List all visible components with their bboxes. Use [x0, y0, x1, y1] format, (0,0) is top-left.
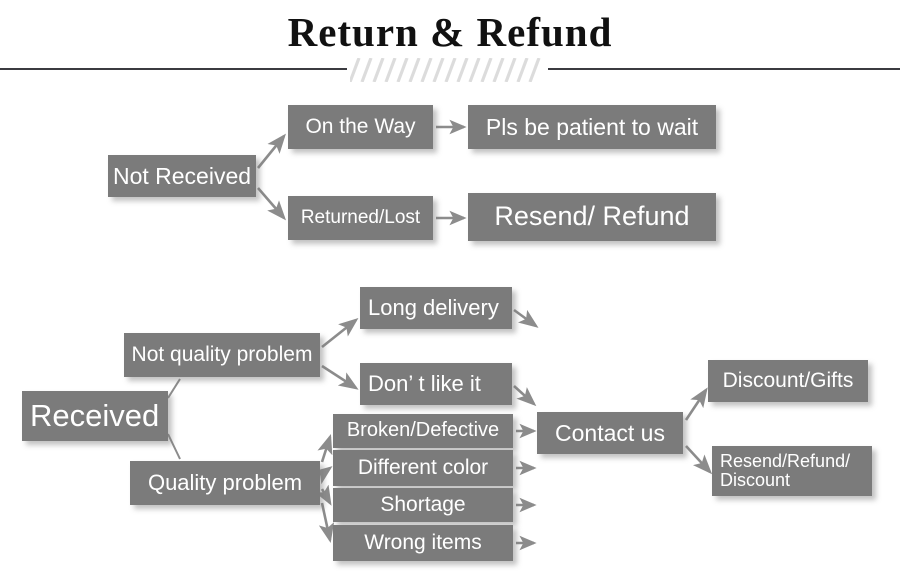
- edge-not-received-to-returned-lost: [257, 187, 287, 221]
- edge-long-delivery-to-contact-us: [513, 308, 539, 328]
- edge-contact-us-to-resend-discount: [685, 445, 713, 475]
- node-not-quality-problem[interactable]: Not quality problem: [124, 333, 320, 377]
- divider-line-left: [0, 68, 347, 70]
- node-quality-problem[interactable]: Quality problem: [130, 461, 320, 505]
- node-on-the-way[interactable]: On the Way: [288, 105, 433, 149]
- edge-quality-to-shortage: [314, 484, 332, 506]
- edge-contact-us-to-discount-gifts: [684, 387, 708, 421]
- edge-received-to-not-quality: [167, 378, 181, 399]
- edge-quality-to-different-color: [312, 466, 333, 485]
- node-discount-gifts[interactable]: Discount/Gifts: [708, 360, 868, 402]
- node-different-color[interactable]: Different color: [333, 450, 513, 486]
- edge-dont-like-to-contact-us: [513, 385, 537, 407]
- node-resend-refund[interactable]: Resend/ Refund: [468, 193, 716, 241]
- edge-not-received-to-on-the-way: [256, 133, 286, 169]
- divider-hatch-ornament: [350, 58, 541, 82]
- divider-line-right: [548, 68, 900, 70]
- node-returned-lost[interactable]: Returned/Lost: [288, 196, 433, 240]
- header: Return & Refund: [0, 0, 900, 90]
- edge-received-to-quality: [167, 433, 181, 460]
- node-not-received[interactable]: Not Received: [108, 155, 256, 197]
- edge-not-quality-to-dont-like: [321, 364, 359, 390]
- node-contact-us[interactable]: Contact us: [537, 412, 683, 454]
- node-long-delivery[interactable]: Long delivery: [360, 287, 512, 329]
- node-shortage[interactable]: Shortage: [333, 488, 513, 522]
- node-resend-refund-discount[interactable]: Resend/Refund/ Discount: [712, 446, 872, 496]
- node-broken-defective[interactable]: Broken/Defective: [333, 414, 513, 448]
- node-received[interactable]: Received: [22, 391, 168, 441]
- page-title: Return & Refund: [287, 9, 613, 55]
- node-wrong-items[interactable]: Wrong items: [333, 525, 513, 561]
- edge-quality-to-wrong-items: [318, 502, 335, 544]
- edge-quality-to-broken: [317, 434, 333, 463]
- node-dont-like-it[interactable]: Don’ t like it: [360, 363, 512, 405]
- node-pls-be-patient-to-wait[interactable]: Pls be patient to wait: [468, 105, 716, 149]
- edge-not-quality-to-long-delivery: [321, 318, 359, 349]
